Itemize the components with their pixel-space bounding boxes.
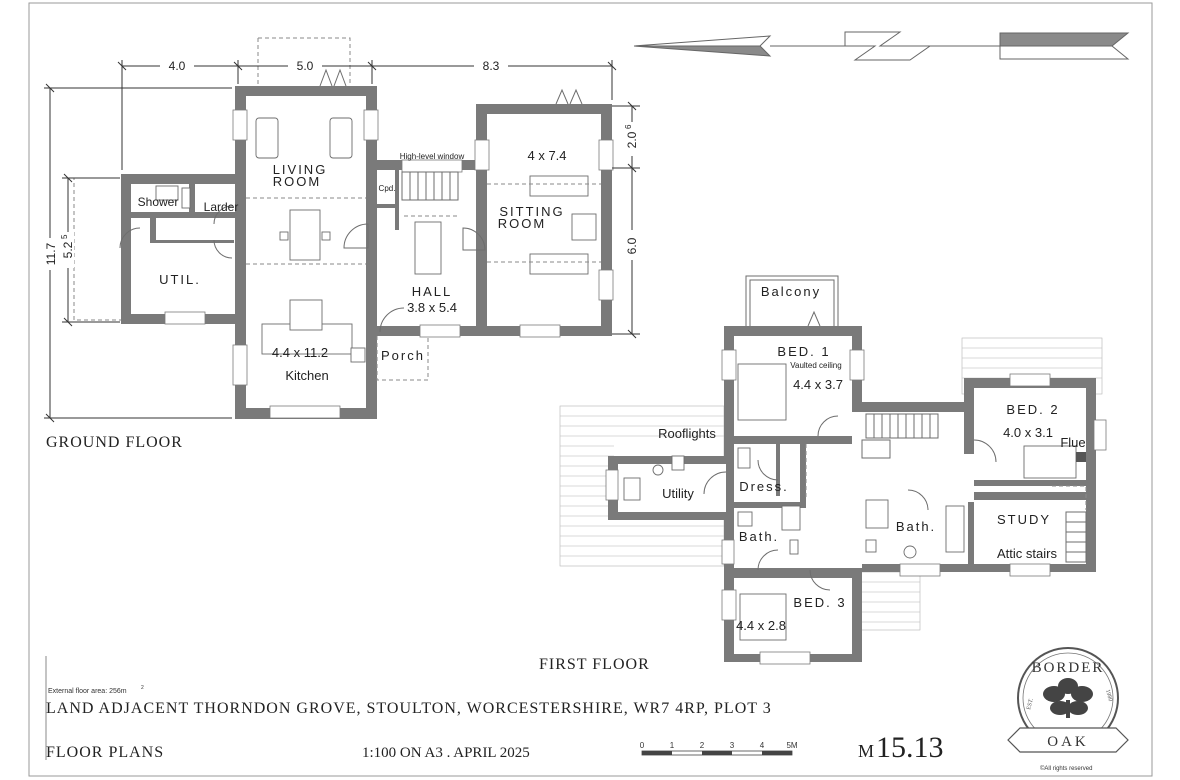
room-bath-a: Bath. xyxy=(739,529,779,544)
scale-tick-0: 0 xyxy=(640,741,645,750)
dim-left-inner: 5.2 5 xyxy=(60,234,75,258)
room-bed3-dims: 4.4 x 2.8 xyxy=(736,618,786,633)
room-bath-b: Bath. xyxy=(896,519,936,534)
scale-tick-3: 3 xyxy=(730,741,735,750)
svg-text:2: 2 xyxy=(141,685,144,691)
drawing-number: M 15.13 xyxy=(858,731,944,764)
room-bed2-dims: 4.0 x 3.1 xyxy=(1003,425,1053,440)
scale-tick-2: 2 xyxy=(700,741,705,750)
room-util: UTIL. xyxy=(159,272,201,287)
room-living-2: ROOM xyxy=(273,174,321,189)
room-shower: Shower xyxy=(138,195,179,209)
room-bed1-dims: 4.4 x 3.7 xyxy=(793,377,843,392)
logo-top-text: BORDER xyxy=(1032,660,1105,676)
site-address: LAND ADJACENT THORNDON GROVE, STOULTON, … xyxy=(46,700,772,717)
scale-tick-4: 4 xyxy=(760,741,765,750)
scale-bar: 0 1 2 3 4 5M xyxy=(640,741,798,756)
ground-floor-title: GROUND FLOOR xyxy=(46,434,183,451)
high-level-window-label: High-level window xyxy=(400,152,465,161)
svg-text:External floor area: 256m: External floor area: 256m xyxy=(48,688,127,695)
room-hall: HALL xyxy=(412,284,453,299)
svg-text:6: 6 xyxy=(624,124,633,129)
room-hall-dims: 3.8 x 5.4 xyxy=(407,300,457,315)
room-sitting-2: ROOM xyxy=(498,216,546,231)
room-porch: Porch xyxy=(381,348,425,363)
attic-stairs-label: Attic stairs xyxy=(997,546,1057,561)
room-kitchen-dims: 4.4 x 11.2 xyxy=(272,345,328,360)
logo-bottom-text: OAK xyxy=(1047,734,1089,750)
sheet-border xyxy=(28,2,1153,777)
first-floor-title: FIRST FLOOR xyxy=(539,656,650,673)
room-living: LIVING xyxy=(273,162,328,177)
room-cpd: Cpd. xyxy=(379,184,396,193)
room-bed2: BED. 2 xyxy=(1006,402,1059,417)
svg-text:2.0: 2.0 xyxy=(625,131,639,148)
scale-tick-1: 1 xyxy=(670,741,675,750)
room-sitting: SITTING xyxy=(499,204,564,219)
flue-label: Flue xyxy=(1060,435,1085,450)
copyright-note: ©All rights reserved xyxy=(1040,765,1092,772)
room-kitchen: Kitchen xyxy=(285,368,328,383)
ground-floor-dimensions xyxy=(44,60,640,423)
svg-text:5: 5 xyxy=(60,234,69,239)
annex-outline xyxy=(73,177,123,321)
room-larder: Larder xyxy=(204,200,239,214)
ground-floor-plan xyxy=(73,37,614,419)
rooflights-label: Rooflights xyxy=(658,426,716,441)
room-utility: Utility xyxy=(662,486,694,501)
svg-text:M: M xyxy=(858,741,874,761)
dim-top-b: 5.0 xyxy=(297,59,314,73)
room-sitting-dims: 4 x 7.4 xyxy=(527,148,566,163)
logo-year: 1980 xyxy=(1104,689,1113,702)
floor-area-note: External floor area: 256m 2 xyxy=(48,685,144,695)
scale-date: 1:100 ON A3 . APRIL 2025 xyxy=(362,745,530,761)
room-dress: Dress. xyxy=(739,479,789,494)
scale-tick-5: 5M xyxy=(786,741,797,750)
logo-est: EST. xyxy=(1026,697,1035,710)
room-study: STUDY xyxy=(997,512,1051,527)
room-bed1: BED. 1 xyxy=(777,344,830,359)
svg-text:15.13: 15.13 xyxy=(876,731,944,764)
first-floor-plan xyxy=(559,275,1107,665)
dim-right-main: 6.0 xyxy=(625,237,639,254)
room-balcony: Balcony xyxy=(761,284,821,299)
dim-left-outer: 11.7 xyxy=(44,242,58,265)
border-oak-logo: BORDER EST. 1980 OAK xyxy=(1007,647,1129,753)
dim-right-top: 2.0 6 xyxy=(624,124,639,148)
sheet-title: FLOOR PLANS xyxy=(46,744,164,761)
svg-text:5.2: 5.2 xyxy=(61,241,75,258)
dim-top-a: 4.0 xyxy=(169,59,186,73)
vaulted-ceiling-label: Vaulted ceiling xyxy=(790,361,841,370)
dim-top-c: 8.3 xyxy=(483,59,500,73)
north-arrow-icon xyxy=(633,31,1130,61)
room-bed3: BED. 3 xyxy=(793,595,846,610)
